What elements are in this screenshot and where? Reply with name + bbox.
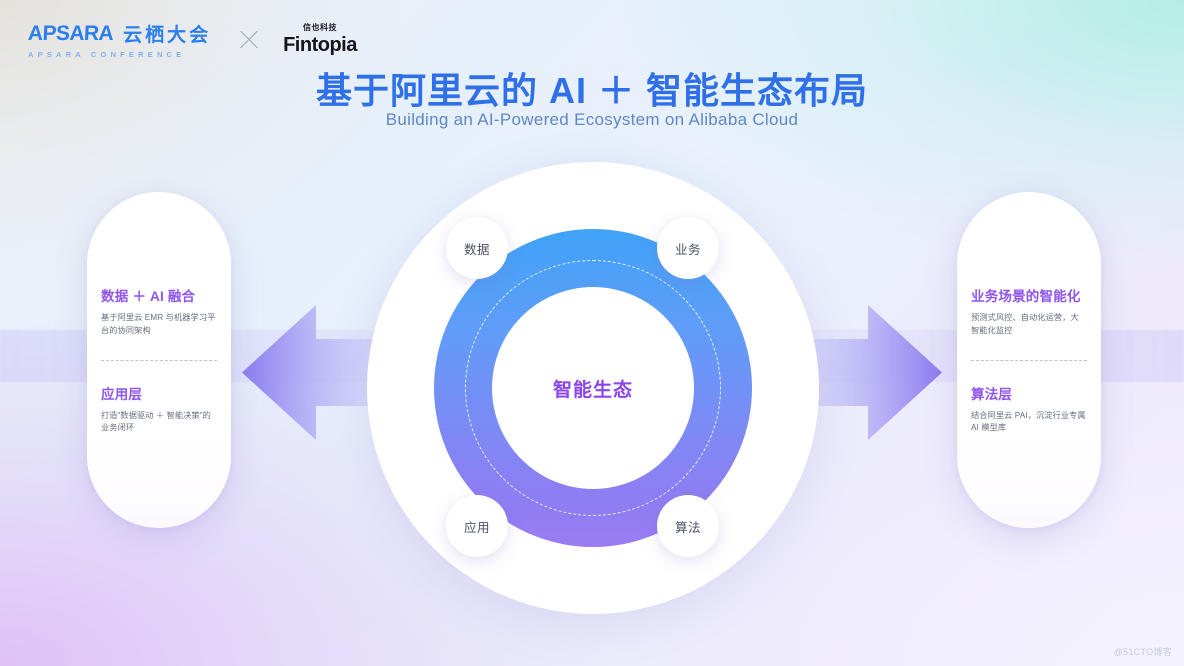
left-panel-block-1: 数据 ＋ AI 融合 基于阿里云 EMR 与机器学习平台的协同架构: [101, 285, 217, 337]
right-panel-heading-1: 业务场景的智能化: [971, 289, 1081, 305]
apsara-subtitle: APSARA CONFERENCE: [28, 50, 186, 59]
apsara-wordmark: APSARA: [27, 21, 114, 45]
fintopia-chinese-name: 信也科技: [302, 23, 337, 32]
right-panel-heading-2: 算法层: [971, 386, 1013, 402]
page-subtitle: Building an AI-Powered Ecosystem on Alib…: [385, 110, 799, 129]
x-icon: [237, 28, 261, 52]
left-panel-block-2: 应用层 打造“数据驱动 ＋ 智能决策”的业务闭环: [101, 383, 217, 435]
right-panel-block-1: 业务场景的智能化 预测式风控、自动化运营，大智能化监控: [971, 285, 1087, 337]
right-panel-body-1: 预测式风控、自动化运营，大智能化监控: [971, 313, 1079, 335]
diagram-center-label: 智能生态: [552, 379, 633, 401]
left-info-panel: 数据 ＋ AI 融合 基于阿里云 EMR 与机器学习平台的协同架构 应用层 打造…: [87, 192, 231, 528]
left-panel-heading-2: 应用层: [101, 386, 143, 402]
header-logo-group: APSARA 云栖大会 APSARA CONFERENCE 信也科技 Finto…: [27, 20, 357, 60]
apsara-chinese-name: 云栖大会: [123, 25, 212, 46]
left-panel-body-2: 打造“数据驱动 ＋ 智能决策”的业务闭环: [101, 410, 211, 433]
diagram-node-data[interactable]: 数据: [446, 217, 508, 279]
diagram-node-application[interactable]: 应用: [446, 495, 508, 557]
fintopia-wordmark: Fintopia: [283, 34, 357, 56]
left-panel-body-1: 基于阿里云 EMR 与机器学习平台的协同架构: [101, 313, 216, 335]
right-info-panel: 业务场景的智能化 预测式风控、自动化运营，大智能化监控 算法层 结合阿里云 PA…: [957, 192, 1101, 528]
arrow-right-icon: [772, 305, 942, 440]
right-panel-block-2: 算法层 结合阿里云 PAI，沉淀行业专属 AI 模型库: [971, 383, 1087, 435]
watermark: @51CTO博客: [1113, 647, 1172, 657]
fintopia-logo: 信也科技 Fintopia: [283, 22, 357, 57]
inner-disc: [492, 287, 694, 489]
left-panel-heading-1: 数据 ＋ AI 融合: [101, 289, 196, 305]
dashed-circle: [465, 260, 721, 516]
arrow-left-icon: [242, 305, 412, 440]
diagram-node-business[interactable]: 业务: [657, 217, 719, 279]
apsara-logo-row: APSARA 云栖大会: [27, 20, 212, 47]
ecosystem-diagram: 智能生态 数据 业务 应用 算法: [367, 162, 819, 614]
page-title: 基于阿里云的 AI ＋ 智能生态布局: [315, 70, 868, 111]
right-panel-body-2: 结合阿里云 PAI，沉淀行业专属 AI 模型库: [971, 410, 1086, 433]
left-panel-divider: [101, 359, 217, 361]
apsara-logo: APSARA 云栖大会 APSARA CONFERENCE: [27, 20, 212, 60]
right-panel-divider: [971, 359, 1087, 361]
diagram-node-algorithm[interactable]: 算法: [657, 495, 719, 557]
